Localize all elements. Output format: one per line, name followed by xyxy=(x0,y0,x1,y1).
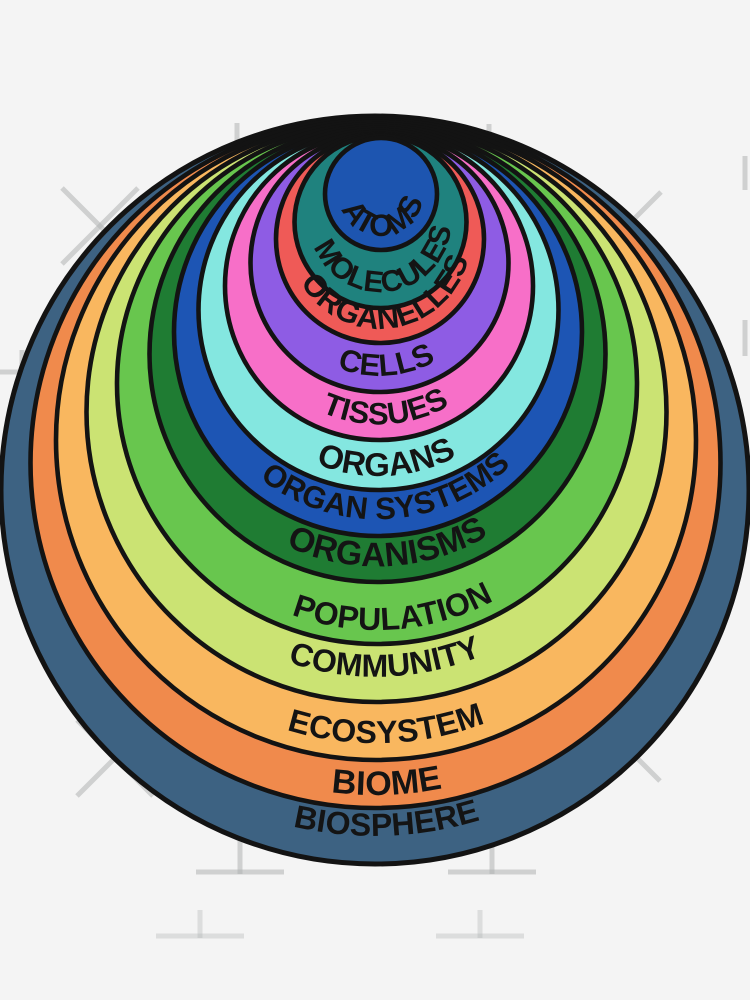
ring-atoms xyxy=(322,135,440,253)
watermark-perp-icon xyxy=(156,910,244,939)
label-biome: BIOME xyxy=(330,759,444,803)
rings-layer xyxy=(0,113,750,867)
watermark-perp-icon xyxy=(436,910,524,939)
